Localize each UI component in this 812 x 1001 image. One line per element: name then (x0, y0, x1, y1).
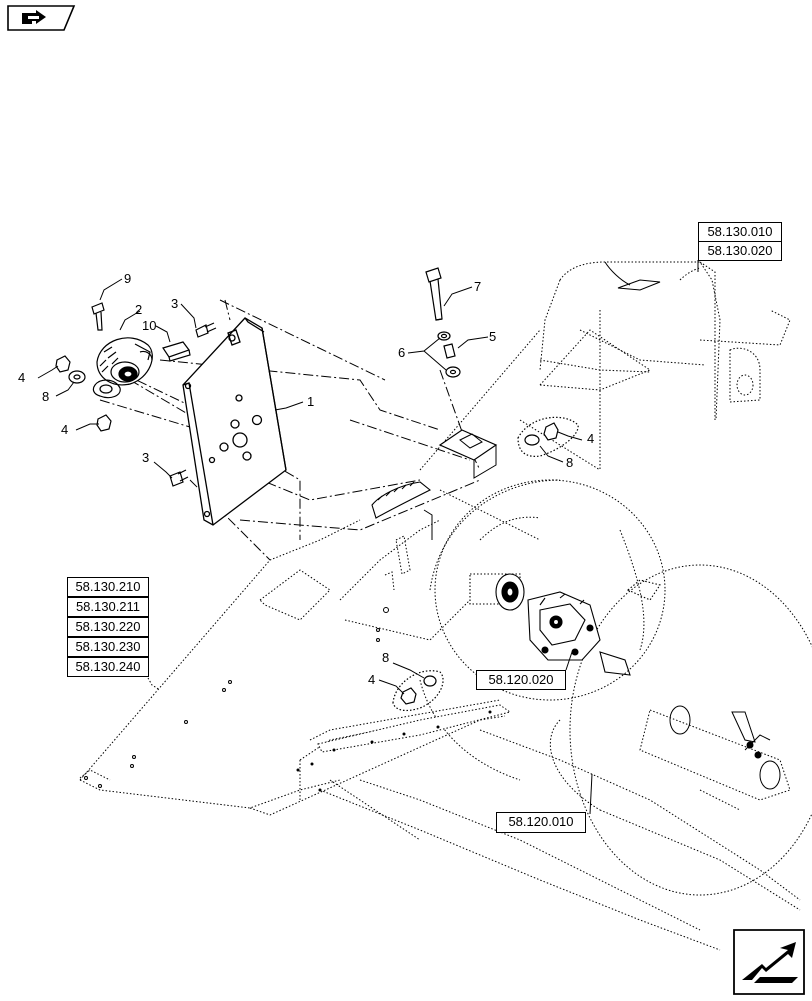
bolt-3-lower (169, 469, 189, 487)
ref-58-130-240[interactable]: 58.130.240 (67, 657, 149, 677)
callout-2: 2 (135, 302, 143, 317)
ref-58-130-020[interactable]: 58.130.020 (698, 241, 782, 261)
lower-shaft (639, 705, 791, 811)
callout-8-right: 8 (566, 455, 574, 470)
callout-4-lower: 4 (368, 672, 376, 687)
previous-page-icon[interactable] (6, 4, 76, 32)
ref-58-130-230[interactable]: 58.130.230 (67, 637, 149, 657)
callout-3-lower: 3 (142, 450, 150, 465)
callout-4-right: 4 (587, 431, 595, 446)
callout-9: 9 (124, 271, 132, 286)
ref-58-130-211[interactable]: 58.130.211 (67, 597, 149, 617)
callout-3-upper: 3 (171, 296, 179, 311)
callout-8-left: 8 (42, 389, 50, 404)
key-10 (162, 341, 191, 362)
nut-washer-left (55, 355, 112, 432)
ref-58-120-010[interactable]: 58.120.010 (496, 812, 586, 833)
callout-4-lower-left: 4 (61, 422, 69, 437)
callout-1: 1 (307, 394, 315, 409)
nut-washer-right (517, 416, 579, 457)
ref-58-120-020[interactable]: 58.120.020 (476, 670, 566, 690)
mounting-plate (182, 317, 287, 526)
next-page-icon[interactable] (732, 928, 806, 996)
callout-8-lower: 8 (382, 650, 390, 665)
bolt-3-upper (195, 322, 217, 338)
callout-7: 7 (474, 279, 482, 294)
long-bolt-7 (425, 267, 443, 321)
washer-bushing (437, 331, 461, 378)
ref-58-130-220[interactable]: 58.130.220 (67, 617, 149, 637)
callout-6: 6 (398, 345, 406, 360)
ref-58-130-210[interactable]: 58.130.210 (67, 577, 149, 597)
bolt-9 (91, 302, 105, 331)
nut-washer-lower (392, 670, 444, 712)
ref-58-130-010[interactable]: 58.130.010 (698, 222, 782, 242)
callout-10: 10 (142, 318, 157, 333)
callout-5: 5 (489, 329, 497, 344)
gearbox-assembly (469, 573, 661, 676)
callout-4-left: 4 (18, 370, 26, 385)
bearing-assembly (92, 337, 153, 399)
